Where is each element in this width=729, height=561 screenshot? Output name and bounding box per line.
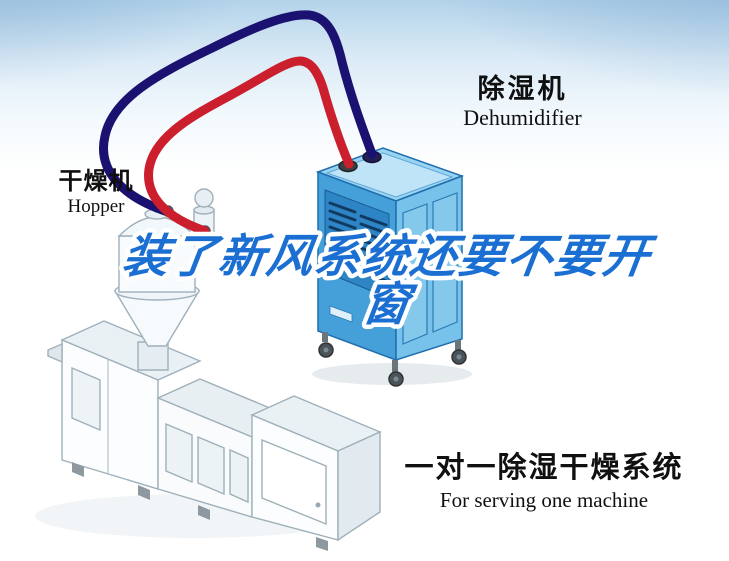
hopper-cylinder	[118, 235, 196, 293]
machine-cabinet-door	[261, 438, 327, 526]
headline: 装了新风系统还要不要开 窗	[115, 226, 664, 335]
door-handle	[419, 248, 423, 268]
hoses	[99, 10, 377, 236]
machine-feet	[72, 462, 328, 551]
dehumidifier-label-zh: 除湿机	[477, 74, 568, 104]
side-door-1	[402, 203, 428, 345]
dehumidifier-label-en: Dehumidifier	[463, 105, 582, 131]
headline-line1: 装了新风系统还要不要开	[119, 230, 659, 282]
hopper-assembly	[113, 188, 215, 371]
dryer-machine	[47, 188, 382, 551]
machine-mid-panel-1	[165, 422, 193, 484]
navy-hose	[99, 10, 377, 217]
machine-nozzle	[47, 342, 63, 364]
nameplate	[329, 305, 353, 323]
red-hose	[144, 56, 354, 236]
caption-zh: 一对一除湿干燥系统	[404, 452, 684, 484]
side-door-2	[432, 192, 458, 333]
vent-panel	[324, 189, 390, 299]
caption: 一对一除湿干燥系统 For serving one machine	[398, 452, 690, 514]
dryer-label-zh: 干燥机	[58, 168, 134, 195]
dehumidifier-label: 除湿机 Dehumidifier	[440, 74, 605, 131]
casters	[318, 332, 467, 387]
hopper-blower-motor	[194, 188, 214, 208]
machine-cabinet-side	[337, 430, 381, 542]
machine-mid-panel-3	[229, 448, 249, 504]
dryer-label: 干燥机 Hopper	[36, 168, 156, 218]
dryer-label-en: Hopper	[67, 195, 125, 217]
dehumidifier-side	[395, 174, 463, 362]
machine-mid-panel-2	[197, 435, 225, 496]
caption-en: For serving one machine	[439, 488, 649, 513]
machine-left-panel	[71, 366, 101, 432]
vent-louvers	[328, 201, 388, 283]
